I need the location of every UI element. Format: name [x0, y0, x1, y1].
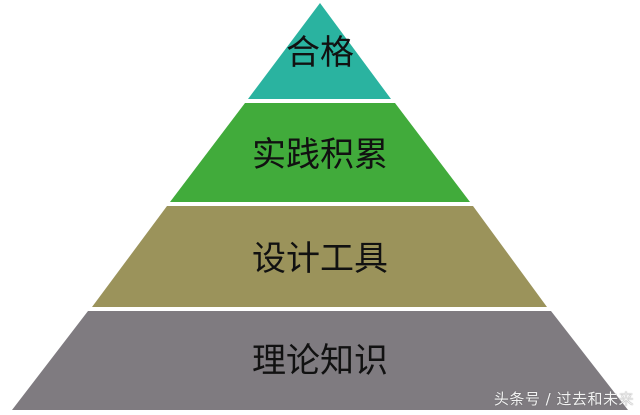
pyramid-level-top	[248, 3, 391, 99]
level-label-2: 实践积累	[252, 135, 388, 175]
pyramid-level-2	[170, 103, 470, 202]
pyramid-level-base	[12, 311, 628, 410]
watermark: 头条号 / 过去和未来	[493, 390, 634, 408]
level-label-base: 理论知识	[252, 341, 388, 381]
level-label-3: 设计工具	[252, 239, 388, 279]
level-label-top: 合格	[286, 33, 354, 73]
pyramid-level-3	[92, 206, 547, 307]
